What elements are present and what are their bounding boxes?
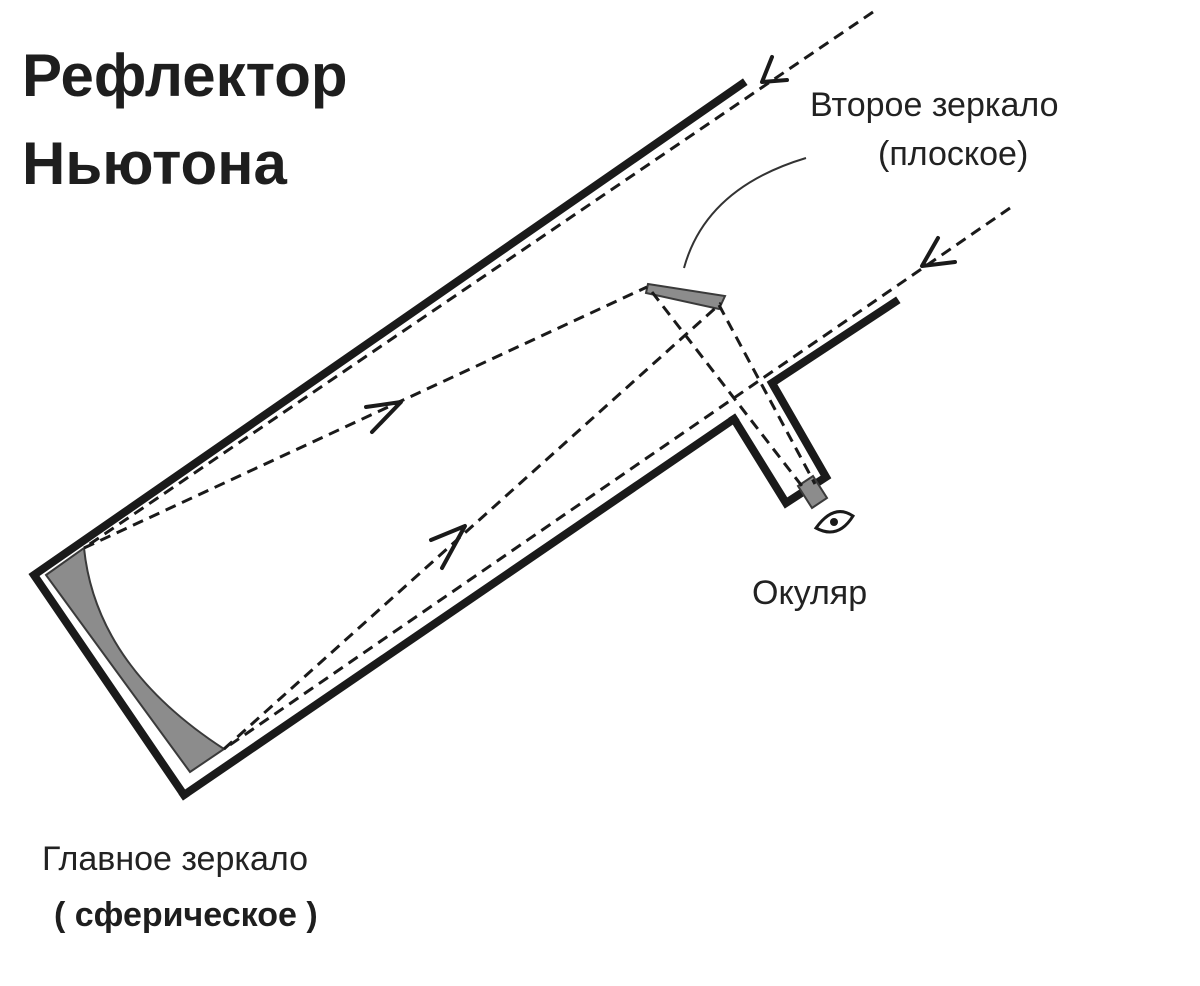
eyepiece-lens [796, 474, 829, 510]
incoming-ray-upper [83, 10, 874, 550]
title-line-2: Ньютона [22, 130, 287, 197]
secondary-mirror-label-line-2: (плоское) [878, 135, 1028, 173]
eyepiece-label: Окуляр [752, 574, 867, 612]
reflected-ray-lower [222, 301, 723, 751]
converging-ray-right [717, 304, 817, 485]
arrow-reflected-lower [429, 524, 467, 570]
arrow-incoming-upper [760, 55, 789, 84]
reflected-ray-upper [83, 285, 648, 550]
incoming-ray-lower [223, 206, 1011, 751]
secondary-mirror [644, 282, 727, 311]
primary-mirror-label-line-2: ( сферическое ) [54, 896, 318, 934]
focuser-housing [728, 296, 901, 509]
primary-mirror [44, 546, 226, 774]
ray-arrows [364, 55, 957, 570]
secondary-mirror-pointer [683, 157, 807, 269]
converging-ray-left [650, 291, 807, 491]
tube-lower-wall [178, 413, 740, 801]
telescope-tube [28, 78, 901, 801]
tube-upper-wall [28, 78, 748, 801]
light-rays [83, 10, 1011, 751]
arrow-incoming-lower [920, 236, 957, 268]
secondary-mirror-label-line-1: Второе зеркало [810, 86, 1059, 124]
primary-mirror-label-line-1: Главное зеркало [42, 840, 308, 878]
title-line-1: Рефлектор [22, 42, 348, 109]
eye-icon [813, 510, 856, 534]
arrow-reflected-upper [364, 400, 403, 434]
